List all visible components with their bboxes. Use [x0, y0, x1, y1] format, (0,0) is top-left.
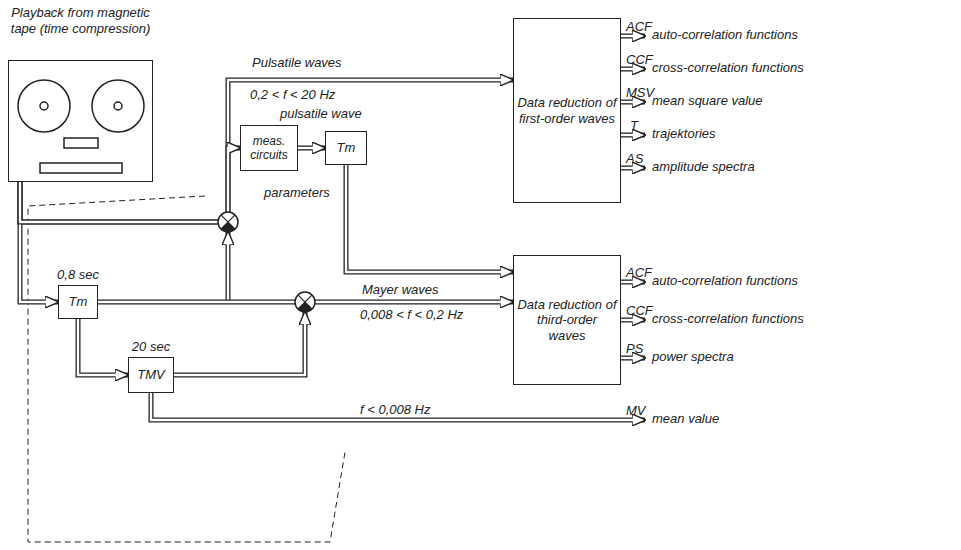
group-outline	[28, 196, 345, 542]
frequency-band: 0,008 < f < 0,2 Hz	[360, 308, 463, 323]
signal-wire	[151, 232, 645, 420]
connector-label: parameters	[262, 186, 332, 201]
signal-connector	[346, 165, 513, 272]
connector-label: pulsatile wave	[278, 107, 364, 122]
output-name: auto-correlation functions	[652, 28, 798, 43]
output-abbreviation: ACF	[626, 266, 652, 281]
output-abbreviation: CCF	[626, 53, 653, 68]
box-heading: Playback from magnetic tape (time compre…	[6, 5, 156, 36]
output-abbreviation: PS	[626, 342, 643, 357]
box-text: Tm	[69, 294, 88, 310]
box-text: Tm	[337, 140, 356, 156]
delay-box: Tm	[325, 131, 367, 165]
signal-connector	[20, 80, 513, 222]
output-abbreviation: AS	[626, 152, 643, 167]
output-name: mean square value	[652, 94, 763, 109]
summing-junction	[295, 292, 315, 312]
process-box: Data reduction of first-order waves	[513, 18, 621, 203]
box-text: meas. circuits	[244, 134, 294, 163]
output-name: trajektories	[652, 127, 716, 142]
box-text: Data reduction of first-order waves	[517, 95, 617, 126]
tape-recorder-box: Playback from magnetic tape (time compre…	[8, 60, 153, 182]
output-abbreviation: MSV	[626, 86, 654, 101]
frequency-band: 0,2 < f < 20 Hz	[250, 88, 335, 103]
connector-label: Pulsatile waves	[250, 56, 344, 71]
process-box: Data reduction of third-order waves	[513, 255, 621, 385]
output-name: cross-correlation functions	[652, 61, 804, 76]
delay-box: Tm0,8 sec	[58, 285, 98, 319]
output-abbreviation: MV	[626, 404, 646, 419]
tape-recorder	[18, 80, 144, 173]
output-abbreviation: CCF	[626, 304, 653, 319]
output-abbreviation: T	[630, 119, 638, 134]
process-box: meas. circuits	[240, 125, 298, 171]
output-name: mean value	[652, 412, 719, 427]
signal-connector	[78, 319, 128, 375]
signal-connector	[20, 182, 58, 302]
box-heading: 20 sec	[132, 339, 170, 355]
output-name: power spectra	[652, 350, 734, 365]
summing-junction	[218, 212, 238, 232]
delay-box: TMV20 sec	[128, 357, 174, 393]
box-text: Data reduction of third-order waves	[517, 297, 617, 344]
box-text: TMV	[137, 367, 164, 383]
box-heading: 0,8 sec	[57, 267, 99, 283]
output-name: auto-correlation functions	[652, 274, 798, 289]
connector-label: Mayer waves	[360, 283, 441, 298]
signal-connector	[298, 148, 325, 149]
frequency-band: f < 0,008 Hz	[360, 403, 430, 418]
output-name: amplitude spectra	[652, 160, 755, 175]
signal-connector	[20, 148, 240, 222]
output-name: cross-correlation functions	[652, 312, 804, 327]
output-abbreviation: ACF	[626, 20, 652, 35]
